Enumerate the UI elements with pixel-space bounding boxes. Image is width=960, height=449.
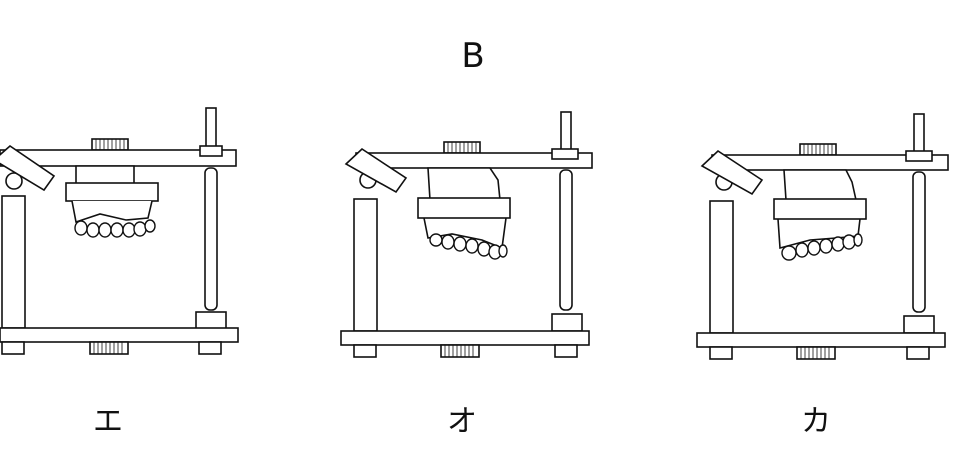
pin-table — [903, 315, 935, 334]
incisal-pin — [559, 169, 573, 311]
pin-guide — [551, 148, 579, 160]
upper-cast-base — [75, 165, 135, 185]
lower-knob — [89, 341, 129, 355]
left-foot — [1, 341, 25, 355]
right-foot — [198, 341, 222, 355]
condylar-post — [1, 195, 26, 329]
condylar-ball — [5, 172, 23, 190]
incisal-pin-top — [913, 113, 925, 155]
right-foot — [554, 344, 578, 358]
right-foot — [906, 346, 930, 360]
upper-mounting-plate — [417, 197, 511, 219]
lower-knob — [440, 344, 480, 358]
upper-arch — [423, 217, 507, 250]
upper-cast-base — [427, 167, 501, 201]
upper-teeth — [781, 233, 863, 261]
upper-cast-base — [783, 169, 857, 201]
lower-knob — [796, 346, 836, 360]
upper-knob — [91, 138, 129, 151]
upper-arch — [777, 218, 861, 250]
upper-knob — [443, 141, 481, 154]
pin-table — [551, 313, 583, 332]
pin-guide — [199, 145, 223, 157]
condylar-post — [709, 200, 734, 334]
upper-teeth — [429, 233, 508, 260]
upper-knob — [799, 143, 837, 156]
panel-label-ka: カ — [801, 404, 831, 439]
condylar-post — [353, 198, 378, 332]
incisal-pin — [204, 167, 218, 311]
pin-guide — [905, 150, 933, 162]
articulator-e — [0, 107, 239, 355]
incisal-pin-top — [205, 107, 217, 151]
articulator-ka — [696, 113, 949, 360]
upper-mounting-plate — [65, 182, 159, 202]
condylar-guide — [700, 149, 764, 196]
upper-arch — [71, 200, 153, 224]
left-foot — [709, 346, 733, 360]
incisal-pin-top — [560, 111, 572, 153]
upper-teeth — [74, 219, 156, 238]
figure-heading: B — [461, 36, 485, 76]
lower-frame — [696, 332, 946, 348]
condylar-guide — [0, 144, 56, 192]
left-foot — [353, 344, 377, 358]
panel-label-o: オ — [447, 404, 477, 439]
articulator-o — [340, 111, 593, 358]
lower-frame — [340, 330, 590, 346]
incisal-pin — [912, 171, 926, 313]
panel-label-e: エ — [93, 404, 123, 439]
lower-frame — [0, 327, 239, 343]
condylar-guide — [344, 147, 408, 194]
upper-mounting-plate — [773, 198, 867, 220]
